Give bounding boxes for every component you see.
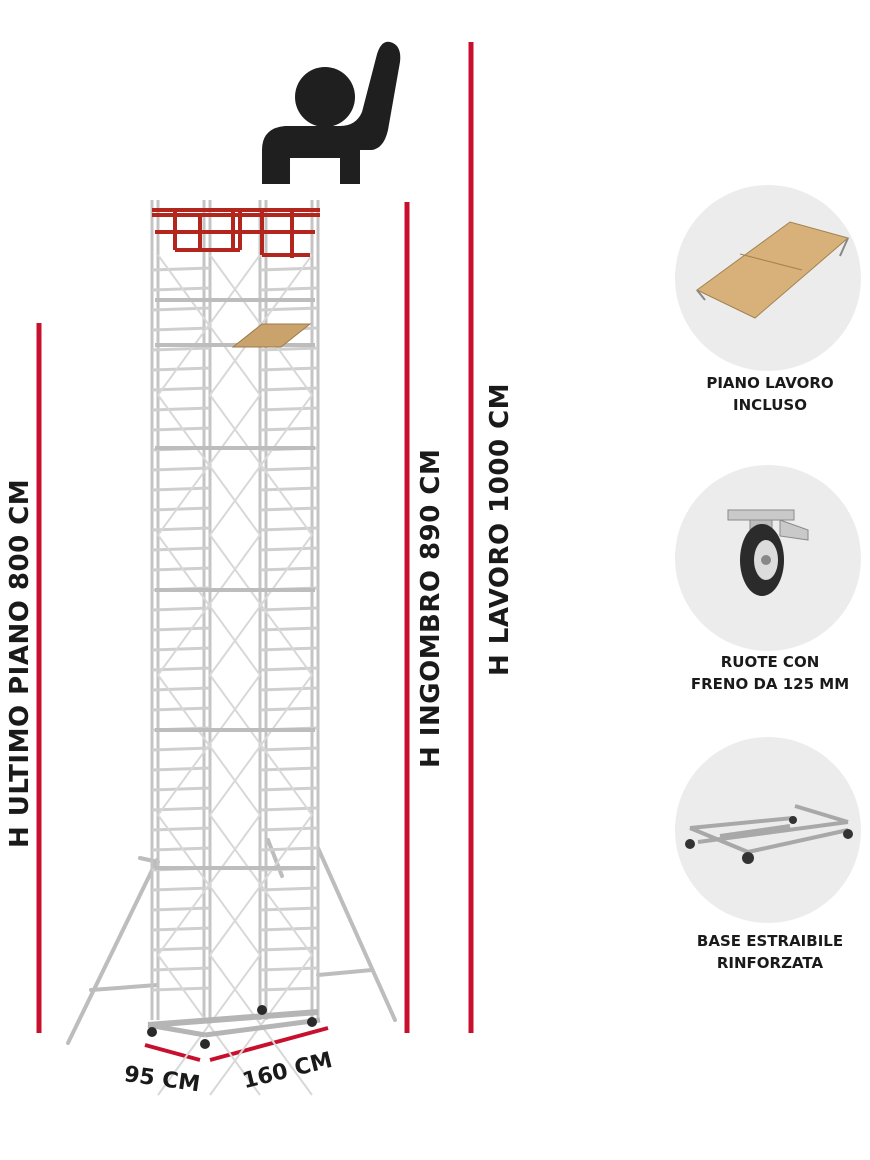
ladder-rung [151, 506, 211, 512]
ladder-rung [259, 906, 319, 912]
diagonal-brace [209, 814, 313, 956]
ladder-rung [259, 606, 319, 612]
diagonal-brace [157, 534, 261, 676]
ladder-rung [259, 846, 319, 852]
ladder-rung [259, 766, 319, 772]
ladder-rung [259, 506, 319, 512]
ladder-rung [151, 306, 211, 312]
ladder-rung [151, 626, 211, 632]
ladder-rung [259, 786, 319, 792]
diagonal-brace [157, 674, 261, 816]
ladder-rung [151, 826, 211, 832]
person-icon [262, 41, 401, 184]
ladder-rung [259, 546, 319, 552]
feature-line1: RUOTE CON [720, 653, 820, 671]
ladder-rung [151, 606, 211, 612]
ladder-rung [151, 646, 211, 652]
ladder-rung [151, 966, 211, 972]
ladder-rung [151, 286, 211, 292]
base-beam [204, 1017, 321, 1038]
ladder-rung [151, 766, 211, 772]
ladder-rung [151, 466, 211, 472]
top-guardrail [152, 208, 320, 258]
ladder-rung [151, 426, 211, 432]
working-height-label: H LAVORO 1000 CM [485, 382, 515, 676]
feature-label-plank: PIANO LAVORO INCLUSO [655, 372, 870, 416]
diagonal-brace [157, 394, 261, 536]
working-platform [231, 323, 312, 348]
ladder-rung [259, 286, 319, 292]
ladder-rung [151, 326, 211, 332]
castor-wheel [257, 1005, 267, 1015]
ladder-rung [259, 486, 319, 492]
ladder-rung [259, 426, 319, 432]
ladder-rung [151, 706, 211, 712]
ladder-rung [151, 986, 211, 992]
ladder-rung [151, 886, 211, 892]
ladder-rung [151, 406, 211, 412]
feature-line2: FRENO DA 125 MM [690, 675, 850, 693]
castor-wheel [200, 1039, 210, 1049]
ladder-rung [259, 826, 319, 832]
ladder-rung [259, 366, 319, 372]
diagonal-brace [209, 534, 313, 676]
ladder-rung [151, 366, 211, 372]
ladder-rung [151, 266, 211, 272]
feature-line1: PIANO LAVORO [706, 374, 834, 392]
castor-wheel [307, 1017, 317, 1027]
castor-wheel [147, 1027, 157, 1037]
ladder-rung [151, 746, 211, 752]
diagonal-brace [209, 394, 313, 536]
ladder-rung [151, 786, 211, 792]
ladder-rung [151, 546, 211, 552]
last-floor-height-label: H ULTIMO PIANO 800 CM [5, 478, 35, 848]
ladder-rung [259, 466, 319, 472]
outriggers [66, 838, 397, 1045]
ladder-rung [259, 346, 319, 352]
ladder-rung [259, 686, 319, 692]
ladder-rung [259, 646, 319, 652]
feature-line2: INCLUSO [733, 396, 807, 414]
ladder-rung [259, 986, 319, 992]
ladder-rung [259, 706, 319, 712]
diagonal-brace [157, 954, 261, 1096]
ladder-rung [151, 566, 211, 572]
base-frame-icon [685, 804, 853, 864]
overall-height-label: H INGOMBRO 890 CM [416, 448, 446, 768]
feature-line2: RINFORZATA [716, 954, 824, 972]
ladder-rung [259, 746, 319, 752]
ladder-rung [151, 686, 211, 692]
feature-line1: BASE ESTRAIBILE [696, 932, 844, 950]
ladder-rung [259, 966, 319, 972]
ladder-rung [151, 346, 211, 352]
diagonal-brace [209, 954, 313, 1096]
ladder-rung [151, 926, 211, 932]
diagonal-brace [209, 674, 313, 816]
ladder-rung [259, 306, 319, 312]
wheel-icon [727, 509, 809, 596]
ladder-rung [151, 486, 211, 492]
diagonal-brace [157, 254, 261, 396]
ladder-rung [151, 906, 211, 912]
feature-label-wheels: RUOTE CON FRENO DA 125 MM [655, 651, 870, 695]
ladder-rung [259, 566, 319, 572]
diagonal-brace [157, 814, 261, 956]
ladder-rung [259, 926, 319, 932]
depth-dimension-line [144, 1043, 201, 1062]
plank-icon [696, 221, 850, 319]
ladder-rung [259, 406, 319, 412]
base-beam [147, 1022, 206, 1038]
ladder-rung [259, 886, 319, 892]
feature-label-base: BASE ESTRAIBILE RINFORZATA [655, 930, 870, 974]
ladder-rung [151, 846, 211, 852]
base-beam [147, 1009, 319, 1028]
ladder-rung [259, 626, 319, 632]
ladder-rung [259, 266, 319, 272]
